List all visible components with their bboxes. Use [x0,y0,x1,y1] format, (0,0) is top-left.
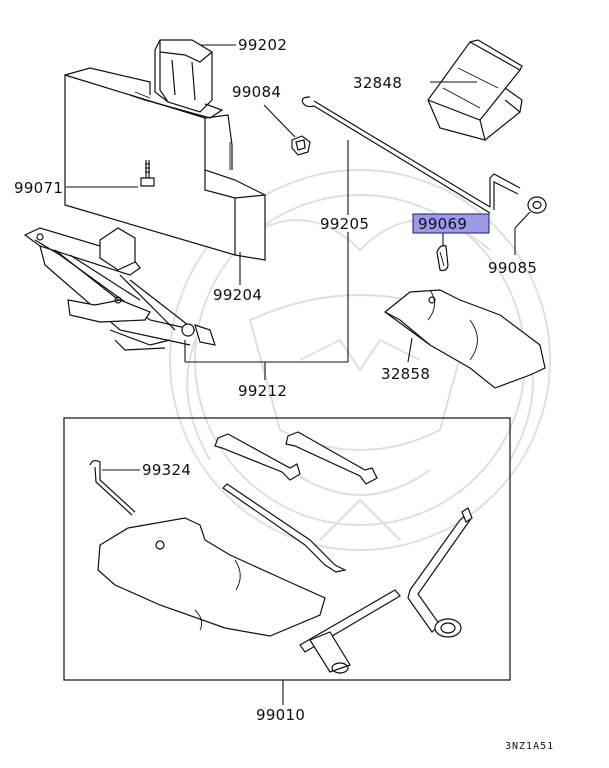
tool-bag-32858-illustration [384,289,546,389]
part-label-99069[interactable]: 99069 [418,215,467,233]
part-label-99084[interactable]: 99084 [232,83,281,101]
jack-handle-rod-illustration [301,96,521,214]
wheel-chock-illustration [427,39,523,141]
part-labels: 99202 99084 32848 99071 99205 99069 9908… [14,36,554,752]
part-label-99204[interactable]: 99204 [213,286,262,304]
part-label-32848[interactable]: 32848 [353,74,402,92]
tool-kit-contents-illustration [89,431,473,674]
part-label-99010[interactable]: 99010 [256,706,305,724]
part-label-99071[interactable]: 99071 [14,179,63,197]
jack-illustration [23,227,216,351]
part-highlight [412,213,490,234]
nut-99085-illustration [527,196,547,214]
diagram-code: 3NZ1A51 [505,741,554,752]
ring-99069-illustration [436,245,449,272]
part-label-99202[interactable]: 99202 [238,36,287,54]
bracket-99202-illustration [129,39,224,119]
part-label-99212[interactable]: 99212 [238,382,287,400]
leader-lines [66,44,531,705]
tool-box-illustration [64,67,266,261]
clip-99084-illustration [291,135,311,156]
tool-kit-frame [63,417,511,681]
bolt-99071-illustration [140,160,155,187]
part-label-99085[interactable]: 99085 [488,259,537,277]
part-label-99324[interactable]: 99324 [142,461,191,479]
part-label-99205[interactable]: 99205 [320,215,369,233]
part-label-32858[interactable]: 32858 [381,365,430,383]
